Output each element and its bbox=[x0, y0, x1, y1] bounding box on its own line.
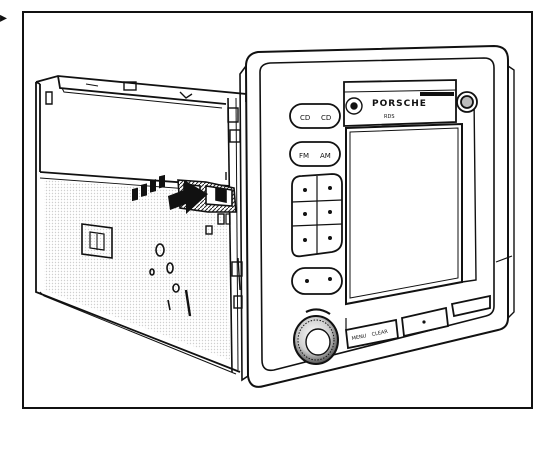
preset-key-dots bbox=[303, 186, 332, 242]
right-bottom-button[interactable] bbox=[450, 294, 491, 318]
cd-button-pair[interactable]: CD CD bbox=[289, 103, 341, 129]
fm-am-button-pair[interactable]: FM AM bbox=[289, 141, 341, 167]
bottom-button-row bbox=[345, 294, 491, 350]
top-right-knob[interactable] bbox=[456, 91, 478, 113]
cd-button-right-label: CD bbox=[321, 114, 331, 122]
cage-features bbox=[81, 213, 241, 317]
faceplate-bezel bbox=[259, 57, 495, 372]
display-indicator-icon bbox=[345, 97, 363, 115]
am-button-label: AM bbox=[320, 152, 331, 160]
insertion-arrow bbox=[132, 174, 208, 214]
button-column: CD CD FM AM bbox=[289, 103, 343, 295]
figure-frame bbox=[22, 11, 533, 409]
lower-oval-button[interactable] bbox=[291, 267, 343, 295]
display-unit bbox=[343, 79, 477, 306]
volume-knob[interactable] bbox=[293, 308, 339, 365]
clear-label: CLEAR bbox=[371, 329, 389, 338]
display-screen bbox=[345, 122, 463, 306]
cd-button-left-label: CD bbox=[300, 114, 310, 122]
menu-label: MENU bbox=[351, 333, 367, 342]
menu-clear-button[interactable] bbox=[345, 318, 399, 350]
preset-keypad[interactable] bbox=[291, 173, 343, 258]
display-subtext: RDS bbox=[384, 114, 395, 120]
corner-mark: ▸ bbox=[0, 10, 7, 26]
display-brand: PORSCHE bbox=[372, 99, 427, 109]
middle-button-dot bbox=[422, 320, 426, 324]
fm-button-label: FM bbox=[299, 152, 309, 160]
